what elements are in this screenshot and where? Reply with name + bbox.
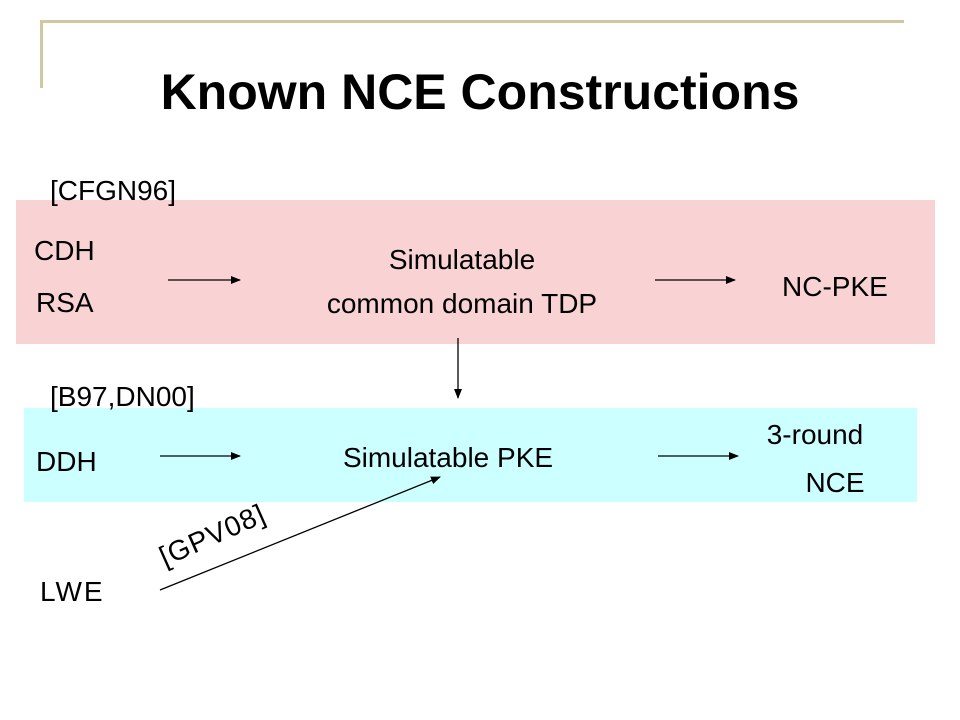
row1-band <box>16 200 935 344</box>
row1-assumption-rsa: RSA <box>36 287 94 318</box>
row1-middle-line1: Simulatable <box>388 244 536 275</box>
row3-assumption-lwe: LWE <box>40 576 105 607</box>
row2-middle: Simulatable PKE <box>342 442 554 473</box>
row2-citation: [B97,DN00] <box>50 381 195 412</box>
row2-band <box>24 408 917 502</box>
arrow-lwe-diagonal <box>159 476 441 591</box>
decorative-top-rule <box>40 20 904 23</box>
decorative-left-rule <box>40 20 43 88</box>
row2-result-line2: NCE <box>805 467 865 498</box>
row1-result: NC-PKE <box>782 271 888 302</box>
row2-result-line1: 3-round <box>766 419 864 450</box>
slide-title: Known NCE Constructions <box>160 64 800 120</box>
row2-assumption-ddh: DDH <box>36 446 97 477</box>
row1-assumption-cdh: CDH <box>34 235 95 266</box>
row1-middle-line2: common domain TDP <box>326 288 598 319</box>
row1-citation: [CFGN96] <box>50 175 177 206</box>
